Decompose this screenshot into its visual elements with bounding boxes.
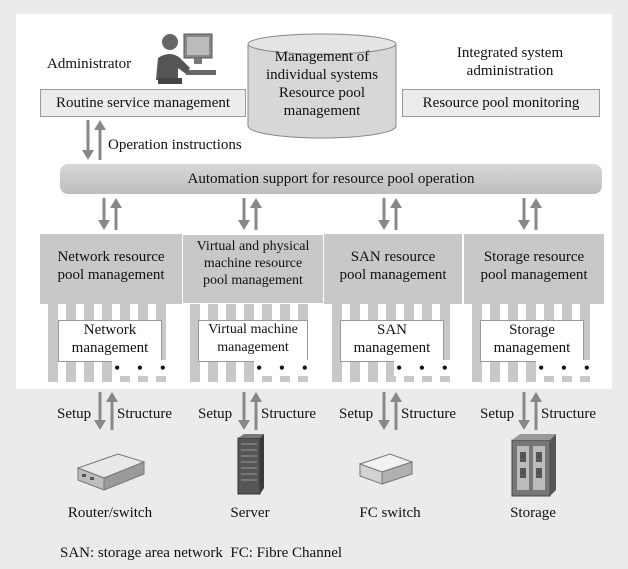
san-pool-line-1: SAN resource	[350, 249, 436, 265]
automation-support-bar: Automation support for resource pool ope…	[60, 164, 602, 194]
san-ellipsis: • • •	[394, 358, 456, 378]
san-pool-line-2: pool management	[339, 267, 447, 283]
machine-pool-line-1: Virtual and physical	[196, 239, 310, 254]
integrated-system-administration-label: Integrated system administration	[420, 44, 600, 80]
network-management-line-2: management	[71, 340, 149, 356]
operation-instructions-label: Operation instructions	[108, 137, 242, 153]
storage-management-line-2: management	[493, 340, 571, 356]
operation-arrows-icon	[82, 120, 106, 160]
administrator-label: Administrator	[47, 56, 132, 72]
administrator-icon	[156, 33, 216, 84]
cylinder-line-4: management	[283, 103, 361, 119]
san-pool-title: SAN resource pool management	[324, 248, 462, 284]
storage-icon	[511, 434, 556, 497]
structure-label-4: Structure	[541, 406, 596, 422]
automation-support-label: Automation support for resource pool ope…	[187, 171, 475, 187]
setup-label-1: Setup	[57, 406, 92, 422]
routine-service-management-label: Routine service management	[55, 95, 231, 111]
network-pool-column: Network resource pool management Network…	[40, 234, 182, 384]
san-pool-column: SAN resource pool management SAN managem…	[324, 234, 462, 384]
san-management-line-1: SAN	[376, 322, 407, 338]
resource-pool-monitoring-label: Resource pool monitoring	[422, 95, 580, 111]
integrated-line-1: Integrated system	[456, 45, 564, 61]
setup-label-3: Setup	[339, 406, 374, 422]
storage-pool-title: Storage resource pool management	[464, 248, 604, 284]
machine-pool-title: Virtual and physical machine resource po…	[182, 238, 324, 289]
device-label-server: Server	[230, 505, 270, 521]
automation-to-pools-arrows-icon	[98, 198, 542, 230]
cylinder-text: Management of individual systems Resourc…	[246, 48, 398, 120]
storage-pool-line-2: pool management	[480, 267, 588, 283]
cylinder-line-1: Management of	[274, 49, 370, 65]
virtual-machine-management-box: Virtual machine management	[198, 320, 308, 362]
setup-label-2: Setup	[198, 406, 233, 422]
database-cylinder-icon	[247, 33, 397, 139]
routine-service-management-box: Routine service management	[40, 89, 246, 117]
resource-pool-monitoring-box: Resource pool monitoring	[402, 89, 600, 117]
network-ellipsis: • • •	[112, 358, 174, 378]
footnote: SAN: storage area network FC: Fibre Chan…	[60, 545, 343, 561]
structure-label-2: Structure	[261, 406, 316, 422]
machine-pool-line-3: pool management	[203, 273, 303, 288]
setup-structure-arrows-icon	[94, 392, 542, 430]
network-management-line-1: Network	[83, 322, 137, 338]
virtual-machine-management-line-2: management	[217, 340, 289, 355]
storage-management-box: Storage management	[480, 320, 584, 362]
cylinder-line-2: individual systems	[265, 67, 379, 83]
cylinder-line-3: Resource pool	[278, 85, 366, 101]
network-pool-title: Network resource pool management	[40, 248, 182, 284]
server-icon	[237, 434, 264, 495]
device-label-fc-switch: FC switch	[359, 505, 421, 521]
network-pool-line-1: Network resource	[57, 249, 165, 265]
fc-switch-icon	[358, 453, 414, 485]
virtual-machine-management-line-1: Virtual machine	[208, 322, 298, 337]
network-pool-line-2: pool management	[57, 267, 165, 283]
storage-management-line-1: Storage	[509, 322, 555, 338]
storage-pool-line-1: Storage resource	[483, 249, 585, 265]
structure-label-1: Structure	[117, 406, 172, 422]
integrated-line-2: administration	[466, 63, 554, 79]
setup-label-4: Setup	[480, 406, 515, 422]
network-management-box: Network management	[58, 320, 162, 362]
storage-pool-column: Storage resource pool management Storage…	[464, 234, 604, 384]
storage-ellipsis: • • •	[536, 358, 598, 378]
router-switch-icon	[76, 453, 146, 491]
san-management-line-2: management	[353, 340, 431, 356]
san-management-box: SAN management	[340, 320, 444, 362]
machine-pool-line-2: machine resource	[203, 256, 303, 271]
device-label-router-switch: Router/switch	[67, 505, 153, 521]
machine-pool-column: Virtual and physical machine resource po…	[182, 234, 324, 384]
machine-ellipsis: • • •	[254, 358, 316, 378]
structure-label-3: Structure	[401, 406, 456, 422]
device-label-storage: Storage	[510, 505, 556, 521]
